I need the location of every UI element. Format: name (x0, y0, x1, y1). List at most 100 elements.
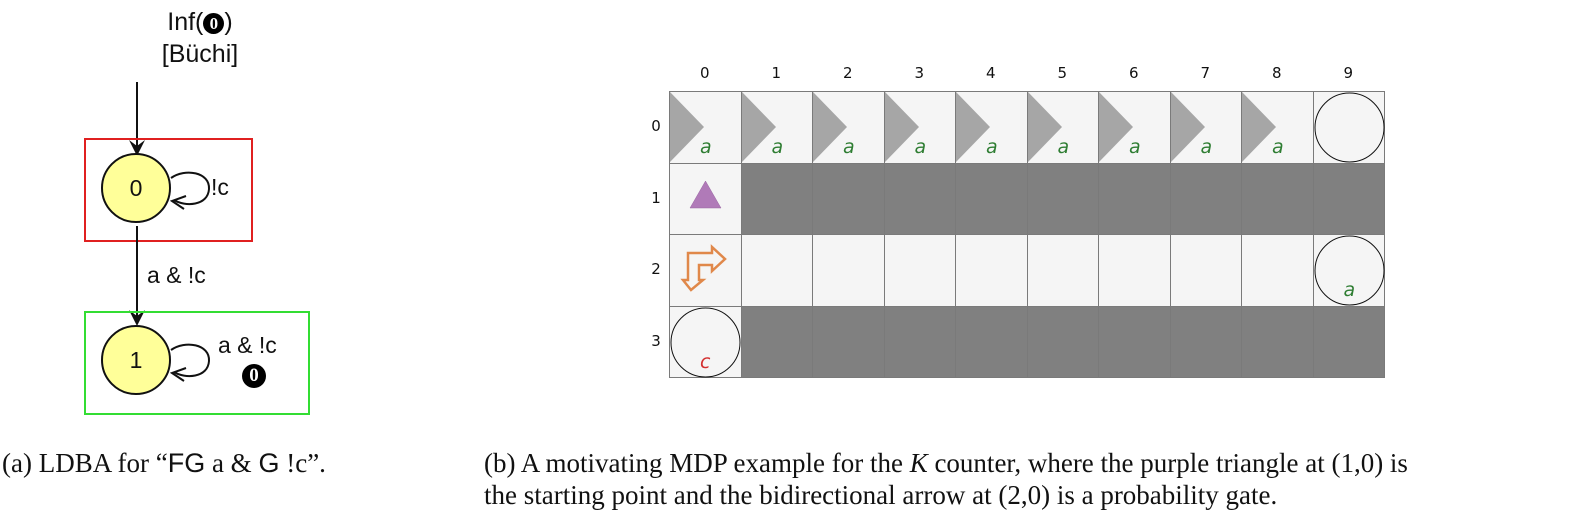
acceptance-mark-icon: 0 (203, 13, 225, 34)
caption-b-line1: (b) A motivating MDP example for the K c… (484, 447, 1408, 479)
grid-cell-wall (1242, 306, 1314, 378)
grid-cell-free (741, 235, 813, 307)
grid-cell-wall (956, 306, 1028, 378)
edge-label-1-1: a & !c (218, 332, 277, 358)
right-arrow-icon (1170, 92, 1205, 162)
grid-cell-wall (741, 306, 813, 378)
grid-cell-wall (741, 163, 813, 235)
label-a: a (771, 136, 784, 158)
label-a: a (1057, 136, 1070, 158)
grid-cell-wall (956, 163, 1028, 235)
label-a: a (1343, 279, 1356, 301)
edge-label-0-1: a & !c (147, 262, 206, 288)
bidirectional-arrow-icon (680, 244, 727, 292)
grid-cell-arrow: a (741, 92, 813, 164)
row-tick: 1 (651, 189, 661, 207)
state-0: 0 (101, 153, 171, 223)
grid-cell-free (956, 235, 1028, 307)
grid-cell-arrow: a (956, 92, 1028, 164)
start-triangle-icon (689, 179, 722, 208)
ldba-edges (84, 82, 310, 415)
grid-cell-wall (884, 163, 956, 235)
column-tick: 6 (1128, 64, 1139, 82)
column-tick: 7 (1200, 64, 1211, 82)
formula-end: !c (279, 448, 308, 478)
edge-label-0-0: !c (211, 174, 229, 200)
state-0-box (84, 138, 253, 242)
column-tick: 3 (914, 64, 925, 82)
right-arrow-icon (741, 92, 776, 162)
label-a: a (1200, 136, 1213, 158)
circle-icon (1314, 235, 1384, 306)
acceptance-mark-icon: 0 (242, 364, 266, 388)
formula-g: G (258, 448, 280, 478)
column-tick: 4 (985, 64, 996, 82)
column-tick: 0 (699, 64, 710, 82)
right-arrow-icon (813, 92, 847, 162)
right-arrow-icon (1242, 92, 1276, 162)
grid-cell-circle-c: c (670, 306, 742, 378)
grid-cell-wall (1027, 306, 1099, 378)
row-tick: 0 (651, 117, 661, 135)
grid-cell-arrow: a (670, 92, 742, 164)
grid-cell-arrow: a (1099, 92, 1171, 164)
mdp-grid: a a a a a a a a a (669, 91, 1385, 378)
grid-cell-free (884, 235, 956, 307)
label-a: a (986, 136, 998, 158)
grid-cell-free (1170, 235, 1242, 307)
label-a: a (700, 136, 712, 158)
label-c: c (700, 350, 711, 373)
grid-cell-wall (1170, 306, 1242, 378)
grid-cell-arrow: a (1027, 92, 1099, 164)
ldba-diagram: Inf(0) [Büchi] 0 1 !c a & !c a & !c 0 (0, 0, 420, 430)
circle-icon (1314, 92, 1384, 163)
circle-icon (670, 307, 741, 377)
right-arrow-icon (956, 92, 990, 162)
grid-cell-wall (1313, 306, 1385, 378)
row-tick: 3 (651, 332, 661, 350)
right-arrow-icon (884, 92, 919, 162)
label-a: a (843, 136, 855, 158)
math-k: K (909, 448, 928, 478)
grid-cell-arrow: a (813, 92, 885, 164)
grid-cell-circle-a: a (1313, 235, 1385, 307)
column-tick: 1 (771, 64, 782, 82)
grid-cell-start (670, 163, 742, 235)
grid-cell-free (1027, 235, 1099, 307)
grid-cell-wall (1099, 163, 1171, 235)
acceptance-condition: Inf(0) (120, 8, 280, 36)
caption-b-prefix: (b) A motivating MDP example for the (484, 448, 910, 478)
arrow-head-icon (129, 140, 145, 156)
formula-mid: a & (205, 448, 259, 478)
label-a: a (1272, 136, 1284, 158)
acceptance-name: [Büchi] (161, 40, 239, 68)
caption-a-prefix: (a) LDBA for “ (2, 448, 168, 478)
acceptance-prefix: Inf( (167, 8, 204, 36)
row-tick: 2 (651, 260, 661, 278)
caption-a: (a) LDBA for “FG a & G !c”. (2, 447, 326, 479)
right-arrow-icon (1099, 92, 1133, 162)
grid-cell-arrow: a (1170, 92, 1242, 164)
right-arrow-icon (670, 92, 704, 162)
grid-cell-wall (884, 306, 956, 378)
grid-cell-free (1099, 235, 1171, 307)
grid-cell-free (1242, 235, 1314, 307)
grid-cell-wall (1242, 163, 1314, 235)
column-tick: 9 (1343, 64, 1354, 82)
grid-cell-arrow: a (1242, 92, 1314, 164)
label-a: a (914, 136, 927, 158)
grid-cell-free (813, 235, 885, 307)
grid-cell-wall (813, 306, 885, 378)
grid-cell-gate (670, 235, 742, 307)
grid-cell-wall (1027, 163, 1099, 235)
grid-cell-arrow: a (884, 92, 956, 164)
caption-b-line2: the starting point and the bidirectional… (484, 480, 1278, 510)
caption-a-suffix: ”. (307, 448, 326, 478)
formula-fg: FG (167, 448, 206, 478)
grid-cell-wall (1313, 163, 1385, 235)
grid-cell-wall (1170, 163, 1242, 235)
grid-cell-wall (813, 163, 885, 235)
grid-cell-wall (1099, 306, 1171, 378)
caption-b-suffix: counter, where the purple triangle at (1… (927, 448, 1408, 478)
acceptance-suffix: ) (224, 8, 233, 36)
